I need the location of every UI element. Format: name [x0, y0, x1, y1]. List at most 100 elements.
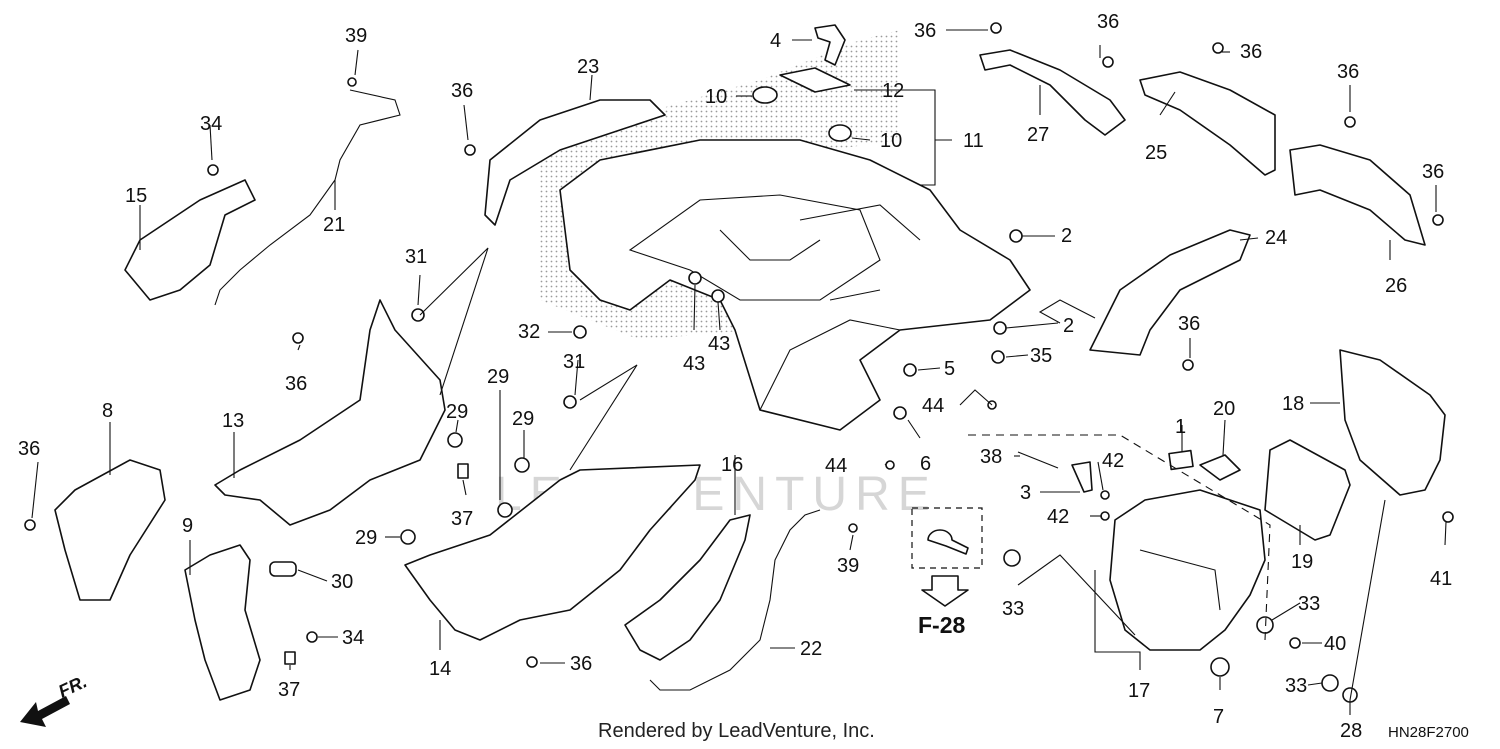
fasteners-group	[24, 22, 1454, 703]
part-number: 25	[1145, 142, 1167, 164]
part-number: 3	[1020, 482, 1031, 504]
part-number: 10	[880, 130, 902, 152]
side-bracket-part-25[interactable]	[1139, 71, 1276, 176]
assembly-outline	[968, 434, 1271, 641]
mudguard-part-8[interactable]	[54, 459, 166, 601]
reference-arrow-icon	[921, 575, 969, 607]
part-number: 33	[1298, 593, 1320, 615]
grommet-29d	[400, 529, 416, 545]
footer-credit: Rendered by LeadVenture, Inc.	[598, 720, 875, 742]
grab-bar-part-27[interactable]	[979, 49, 1126, 136]
bolt-34a	[207, 164, 219, 176]
footwell-part-13[interactable]	[214, 299, 446, 526]
grommet-part-10a[interactable]	[752, 86, 778, 104]
part-number: 37	[278, 679, 300, 701]
grommet-part-10b[interactable]	[828, 124, 852, 142]
part-number: 2	[1061, 225, 1072, 247]
part-number: 29	[512, 408, 534, 430]
grommet-29b	[514, 457, 530, 473]
part-number: 41	[1430, 568, 1452, 590]
part-number: 36	[1337, 61, 1359, 83]
latch-part-20[interactable]	[1199, 454, 1241, 481]
plate-part-12[interactable]	[779, 67, 851, 93]
clip-36e	[1432, 214, 1444, 226]
rear-fender-part-11[interactable]	[559, 139, 1031, 431]
clip-36c	[1212, 42, 1224, 54]
part-number: 40	[1324, 633, 1346, 655]
part-number: 36	[570, 653, 592, 675]
leader-lines	[31, 29, 1447, 715]
part-number: 35	[1030, 345, 1052, 367]
part-number: 32	[518, 321, 540, 343]
clip-36j	[526, 656, 538, 668]
screw-31b	[563, 395, 577, 409]
part-number: 33	[1002, 598, 1024, 620]
part-number: 19	[1291, 551, 1313, 573]
part-number: 29	[355, 527, 377, 549]
nut-42b	[1100, 511, 1110, 521]
drawing-id: HN28F2700	[1388, 724, 1469, 741]
bolt-39a	[347, 77, 357, 87]
pad-part-1[interactable]	[1168, 449, 1194, 471]
part-number: 30	[331, 571, 353, 593]
part-number: 11	[963, 130, 984, 152]
fender-guard-part-24[interactable]	[1089, 229, 1251, 356]
grommet-33c	[1321, 674, 1339, 692]
reference-code[interactable]: F-28	[918, 612, 966, 638]
part-number: 12	[882, 80, 904, 102]
part-number: 4	[770, 30, 781, 52]
part-number: 39	[837, 555, 859, 577]
seal-part-19[interactable]	[1264, 439, 1351, 541]
grommet-29c	[497, 502, 513, 518]
grommet-33a	[1003, 549, 1021, 567]
washer-43b	[711, 289, 725, 303]
part-number: 34	[200, 113, 222, 135]
part-number: 23	[577, 56, 599, 78]
bolt-39b	[848, 523, 858, 533]
part-number: 13	[222, 410, 244, 432]
grommet-33b	[1256, 616, 1274, 634]
part-number: 8	[102, 400, 113, 422]
mudguard-part-9[interactable]	[184, 544, 261, 701]
fender-trim-part-23[interactable]	[484, 99, 666, 226]
part-number: 36	[1097, 11, 1119, 33]
part-number: 42	[1102, 450, 1124, 472]
front-direction-arrow-icon	[20, 696, 70, 727]
clip-36g	[1182, 359, 1194, 371]
part-number: 36	[914, 20, 936, 42]
part-number: 2	[1063, 315, 1074, 337]
part-number: 14	[429, 658, 451, 680]
bolt-34b	[306, 631, 318, 643]
spring-30	[269, 561, 297, 577]
footwell-part-14[interactable]	[404, 464, 701, 641]
nut-2a	[1009, 229, 1023, 243]
clip-36b	[1102, 56, 1114, 68]
part-number: 18	[1282, 393, 1304, 415]
storage-box-part-17[interactable]	[1109, 489, 1266, 651]
part-number: 17	[1128, 680, 1150, 702]
part-number: 36	[1422, 161, 1444, 183]
part-number: 5	[944, 358, 955, 380]
nut-35	[991, 350, 1005, 364]
lid-part-18[interactable]	[1339, 349, 1446, 496]
part-number-labels: 4 36 36 36 39 23 10 12 36 27 25 36 34 10…	[18, 11, 1452, 742]
bolt-44b	[885, 460, 895, 470]
side-bracket-part-26[interactable]	[1289, 144, 1426, 246]
part-number: 26	[1385, 275, 1407, 297]
part-number: 24	[1265, 227, 1287, 249]
cable-part-22[interactable]	[649, 509, 821, 691]
clip-3	[1071, 461, 1093, 493]
grommet-29a	[447, 432, 463, 448]
nut-42a	[1100, 490, 1110, 500]
side-cover-part-15[interactable]	[124, 179, 256, 301]
part-number: 36	[18, 438, 40, 460]
part-number: 36	[1240, 41, 1262, 63]
guard-part-16[interactable]	[624, 514, 751, 661]
part-number: 36	[1178, 313, 1200, 335]
bracket-part-4[interactable]	[814, 24, 846, 66]
part-number: 31	[405, 246, 427, 268]
nut-5	[903, 363, 917, 377]
part-number: 6	[920, 453, 931, 475]
part-number: 33	[1285, 675, 1307, 697]
